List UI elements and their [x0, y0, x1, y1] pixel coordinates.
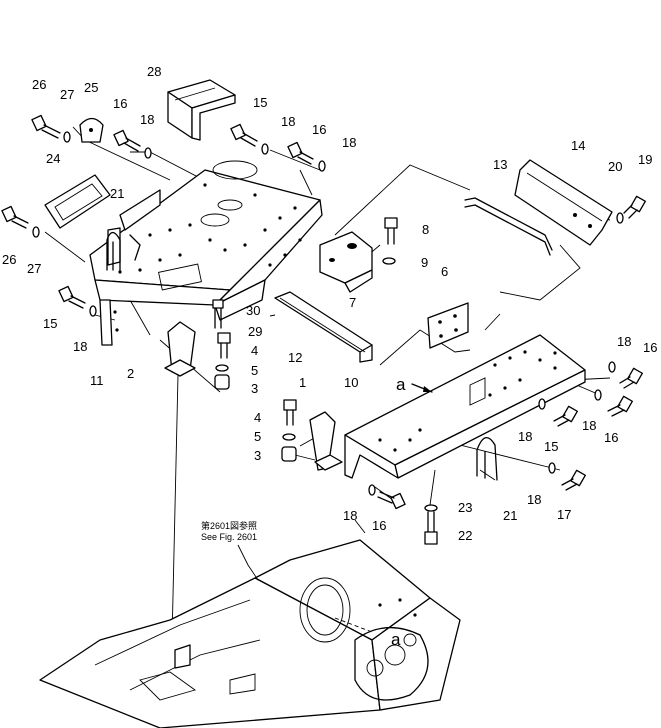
callout-5: 5 [254, 429, 261, 444]
part-24-gasket [44, 174, 111, 229]
callout-15: 15 [253, 95, 267, 110]
part-9-washer [382, 257, 396, 265]
callout-22: 22 [458, 528, 472, 543]
bolt-16-b [287, 141, 314, 165]
callout-3: 3 [254, 448, 261, 463]
callout-16: 16 [113, 96, 127, 111]
part-stack-left [212, 299, 231, 390]
callout-4: 4 [251, 343, 258, 358]
reference-jp: 第2601図参照 [201, 520, 257, 531]
callout-12: 12 [288, 350, 302, 365]
callout-2: 2 [127, 366, 134, 381]
frame-holes [113, 183, 302, 332]
part-10-frame [344, 334, 586, 479]
callout-21: 21 [110, 186, 124, 201]
view-arrow-label: a [396, 375, 406, 394]
callout-28: 28 [147, 64, 161, 79]
reference-note: 第2601図参照 See Fig. 2601 [201, 520, 259, 581]
callout-18: 18 [527, 492, 541, 507]
callout-15: 16 [604, 430, 618, 445]
callout-17: 17 [557, 507, 571, 522]
bolt-26-left [1, 205, 29, 229]
callout-29: 29 [248, 324, 262, 339]
callout-16: 15 [544, 439, 558, 454]
callout-numbers: 28 26 27 25 16 18 15 18 16 18 24 21 26 2… [2, 64, 657, 543]
bolt-15-c [607, 395, 633, 417]
part-11-frame [89, 160, 323, 346]
callout-1: 1 [299, 375, 306, 390]
machine-body [39, 539, 461, 728]
bolt-15-a [230, 123, 258, 147]
callout-18: 18 [518, 429, 532, 444]
part-8-bolt [384, 217, 398, 245]
callout-4: 4 [254, 410, 261, 425]
callout-16: 16 [312, 122, 326, 137]
bolt-16-a [113, 129, 141, 152]
callout-14: 14 [571, 138, 585, 153]
callout-18: 18 [73, 339, 87, 354]
callout-18: 18 [617, 334, 631, 349]
part-7-bracket [319, 231, 373, 293]
part-21-ubolt-right [476, 437, 498, 481]
callout-18: 18 [281, 114, 295, 129]
callout-26: 26 [2, 252, 16, 267]
callout-9: 9 [421, 255, 428, 270]
bolt-15-b [58, 285, 86, 309]
callout-26: 26 [32, 77, 46, 92]
part-20-washer [616, 212, 624, 224]
callout-18: 18 [343, 508, 357, 523]
bolt-16-d [553, 405, 578, 427]
bolt-26-top [31, 114, 61, 139]
callout-11: 11 [90, 373, 104, 388]
callout-10: 10 [344, 375, 358, 390]
view-arrow-a [411, 383, 433, 393]
bolts-right [368, 361, 643, 545]
bolts-upper-left [1, 114, 326, 317]
part-12-bar [274, 291, 373, 363]
callout-6: 6 [441, 264, 448, 279]
callout-27: 27 [27, 261, 41, 276]
callout-20: 20 [608, 159, 622, 174]
callout-16: 16 [643, 340, 657, 355]
callout-21: 21 [503, 508, 517, 523]
part-28-cover [167, 79, 236, 141]
frame-10-holes [378, 350, 557, 452]
callout-19: 19 [638, 152, 652, 167]
callout-27: 27 [60, 87, 74, 102]
part-19-bolt [623, 195, 646, 219]
callout-18: 18 [342, 135, 356, 150]
bolt-22 [424, 511, 438, 545]
callout-15: 15 [43, 316, 57, 331]
callout-23: 23 [458, 500, 472, 515]
bolt-16-c [619, 367, 643, 389]
part-stack-right [281, 399, 297, 462]
reference-en: See Fig. 2601 [201, 532, 257, 542]
callout-24: 24 [46, 151, 60, 166]
part-6-plate [427, 302, 469, 349]
callout-5: 5 [251, 363, 258, 378]
callout-15: 16 [372, 518, 386, 533]
callout-18: 18 [140, 112, 154, 127]
part-13-rod [464, 197, 553, 256]
callout-30: 30 [246, 303, 260, 318]
bolt-17 [561, 469, 586, 491]
part-1-bracket [309, 411, 343, 471]
part-2-mount [164, 321, 196, 377]
callout-7: 7 [349, 295, 356, 310]
part-14-plate [514, 159, 613, 246]
callout-3: 3 [251, 381, 258, 396]
bolt-15-d [377, 491, 406, 510]
callout-25: 25 [84, 80, 98, 95]
callout-13: 13 [493, 157, 507, 172]
callout-18: 18 [582, 418, 596, 433]
part-21-ubolt-left [106, 231, 121, 273]
part-25-plate [79, 117, 104, 143]
view-target-label: a [391, 630, 401, 649]
callout-8: 8 [422, 222, 429, 237]
